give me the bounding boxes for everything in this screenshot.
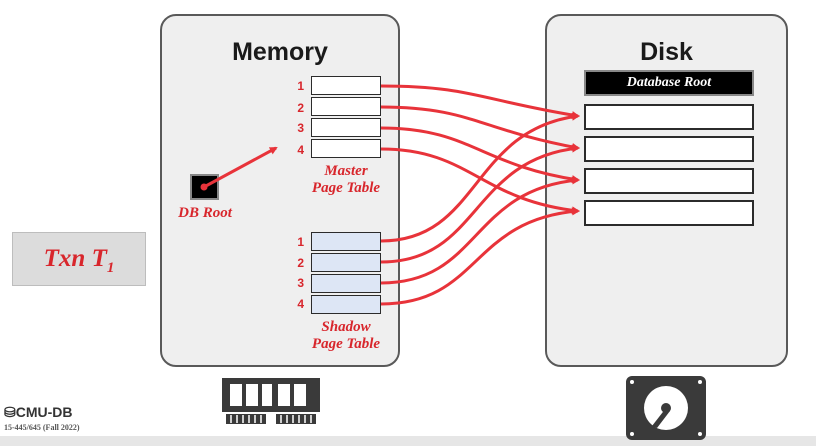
course-code: 15-445/645 (Fall 2022)	[4, 423, 80, 432]
disk-page-block	[584, 136, 754, 162]
transaction-subscript: 1	[106, 260, 115, 276]
shadow-row-number: 2	[297, 256, 304, 270]
cmu-db-logo: ⛁CMU-DB	[4, 404, 73, 421]
master-page-entry	[311, 76, 381, 95]
shadow-row-number: 1	[297, 235, 304, 249]
ram-chip-icon	[222, 378, 320, 424]
memory-title: Memory	[232, 38, 328, 66]
disk-page-block	[584, 168, 754, 194]
shadow-page-entry	[311, 274, 381, 293]
shadow-page-table-label: Shadow Page Table	[300, 319, 392, 353]
master-row-number: 3	[297, 121, 304, 135]
master-page-entry	[311, 139, 381, 158]
master-row-number: 4	[297, 143, 304, 157]
shadow-row-number: 3	[297, 276, 304, 290]
master-page-entry	[311, 97, 381, 116]
hard-drive-icon	[626, 376, 706, 440]
transaction-label: Txn T1	[12, 232, 146, 286]
master-page-table-label: Master Page Table	[300, 163, 392, 197]
master-page-entry	[311, 118, 381, 137]
db-root-label: DB Root	[178, 205, 232, 221]
disk-page-block	[584, 104, 754, 130]
cmu-db-text: CMU-DB	[15, 404, 73, 420]
shadow-page-entry	[311, 232, 381, 251]
shadow-row-number: 4	[297, 297, 304, 311]
shadow-page-entry	[311, 253, 381, 272]
shadow-label-line2: Page Table	[311, 336, 381, 352]
shadow-label-line1: Shadow	[321, 319, 371, 335]
footer-bar	[0, 436, 816, 446]
disk-page-block	[584, 200, 754, 226]
database-icon: ⛁	[4, 404, 16, 420]
master-row-number: 2	[297, 101, 304, 115]
master-row-number: 1	[297, 79, 304, 93]
db-root-pointer-box	[190, 174, 219, 200]
master-label-line1: Master	[324, 163, 368, 179]
disk-title: Disk	[640, 38, 693, 66]
shadow-page-entry	[311, 295, 381, 314]
master-label-line2: Page Table	[311, 180, 381, 196]
transaction-name: Txn T	[43, 245, 107, 272]
database-root-block: Database Root	[584, 70, 754, 96]
